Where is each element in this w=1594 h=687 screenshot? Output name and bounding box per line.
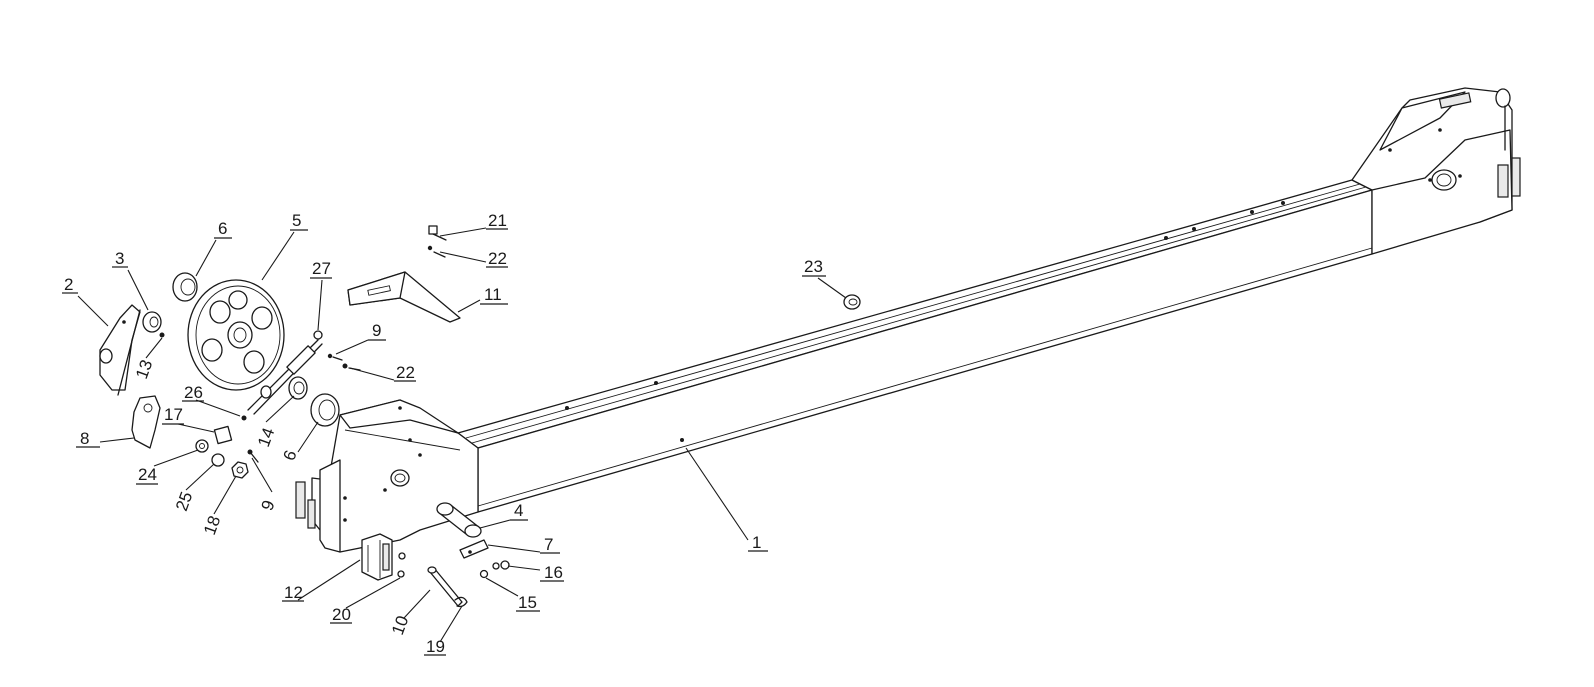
label-2: 2 bbox=[64, 275, 73, 294]
label-18: 18 bbox=[200, 513, 224, 537]
part-17-block bbox=[213, 425, 233, 445]
part-9-screw-left bbox=[247, 449, 259, 463]
label-12: 12 bbox=[284, 583, 303, 602]
label-20: 20 bbox=[332, 605, 351, 624]
label-8: 8 bbox=[80, 429, 89, 448]
label-1: 1 bbox=[752, 533, 761, 552]
part-24-washer bbox=[195, 439, 209, 453]
label-27: 27 bbox=[312, 259, 331, 278]
main-beam bbox=[457, 179, 1373, 513]
part-4-shaft bbox=[436, 502, 482, 538]
part-22-nut-right bbox=[342, 363, 361, 371]
label-15: 15 bbox=[518, 593, 537, 612]
part-23-cap bbox=[843, 294, 861, 310]
label-25: 25 bbox=[172, 489, 196, 513]
part-26-pin bbox=[241, 415, 247, 421]
label-11: 11 bbox=[484, 285, 502, 304]
right-end-plate bbox=[1351, 87, 1521, 255]
part-19-clip bbox=[454, 596, 468, 608]
label-21: 21 bbox=[488, 211, 507, 230]
label-13: 13 bbox=[132, 357, 156, 381]
label-19: 19 bbox=[426, 637, 445, 656]
label-26: 26 bbox=[184, 383, 203, 402]
part-15-nut bbox=[479, 562, 500, 579]
part-6-bearing-bottom bbox=[310, 393, 340, 427]
label-6a: 6 bbox=[218, 219, 227, 238]
label-22b: 22 bbox=[396, 363, 415, 382]
label-10: 10 bbox=[388, 613, 412, 637]
part-7-plate bbox=[459, 539, 489, 559]
part-27-gas-spring bbox=[247, 330, 323, 415]
part-10-pin bbox=[427, 566, 463, 607]
part-13-nut bbox=[159, 332, 165, 338]
label-4: 4 bbox=[514, 501, 523, 520]
label-9a: 9 bbox=[257, 498, 278, 513]
label-7: 7 bbox=[544, 535, 553, 554]
part-22-nut-top bbox=[427, 245, 446, 258]
label-16: 16 bbox=[544, 563, 563, 582]
part-21-screw bbox=[428, 225, 447, 241]
label-3: 3 bbox=[115, 249, 124, 268]
part-5-pulley-wheel bbox=[187, 279, 285, 391]
left-end-plate bbox=[295, 399, 479, 553]
label-23: 23 bbox=[804, 257, 823, 276]
label-6b: 6 bbox=[279, 448, 300, 463]
part-25-nut bbox=[211, 453, 225, 467]
label-17: 17 bbox=[164, 405, 183, 424]
part-20-nut bbox=[397, 552, 406, 578]
leader-lines bbox=[77, 227, 847, 643]
label-9b: 9 bbox=[372, 321, 381, 340]
part-12-block bbox=[361, 533, 393, 581]
label-24: 24 bbox=[138, 465, 157, 484]
part-8-bracket bbox=[131, 395, 161, 449]
label-5: 5 bbox=[292, 211, 301, 230]
part-11-angle-bracket bbox=[347, 271, 461, 323]
part-16-washer bbox=[500, 560, 510, 570]
label-14: 14 bbox=[254, 425, 278, 449]
label-22a: 22 bbox=[488, 249, 507, 268]
part-6-bearing-top bbox=[172, 272, 198, 302]
part-9-screw-right bbox=[327, 353, 343, 361]
part-14-washer bbox=[288, 376, 308, 400]
part-2-bracket bbox=[99, 304, 141, 396]
part-18-nut bbox=[231, 461, 249, 479]
part-3-bushing bbox=[142, 311, 162, 333]
